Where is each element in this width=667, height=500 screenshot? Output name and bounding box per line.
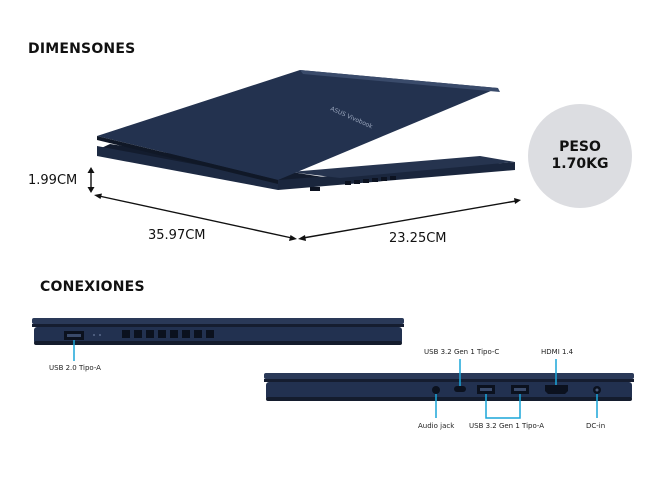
audio-jack-label: Audio jack [418, 422, 455, 430]
usb-3-type-c-label: USB 3.2 Gen 1 Tipo-C [424, 348, 500, 356]
hdmi-label: HDMI 1.4 [541, 348, 574, 356]
weight-badge: PESO 1.70KG [528, 104, 632, 208]
laptop-illustration: ASUS Vivobook [87, 70, 521, 241]
weight-value: 1.70KG [551, 156, 609, 172]
hdmi-port-icon [545, 385, 568, 394]
connections-title: CONEXIONES [40, 279, 145, 295]
weight-label: PESO [559, 139, 601, 155]
usb-c-port-icon [454, 386, 466, 392]
dc-in-label: DC-in [586, 422, 606, 430]
width-dimension: 35.97CM [148, 228, 206, 243]
usb-2-type-a-label: USB 2.0 Tipo-A [49, 364, 101, 372]
audio-jack-icon [432, 386, 440, 394]
dimensions-title: DIMENSONES [28, 41, 136, 57]
depth-dimension: 23.25CM [389, 231, 447, 246]
usb-3-type-a-label: USB 3.2 Gen 1 Tipo-A [469, 422, 545, 430]
height-dimension: 1.99CM [28, 173, 78, 188]
